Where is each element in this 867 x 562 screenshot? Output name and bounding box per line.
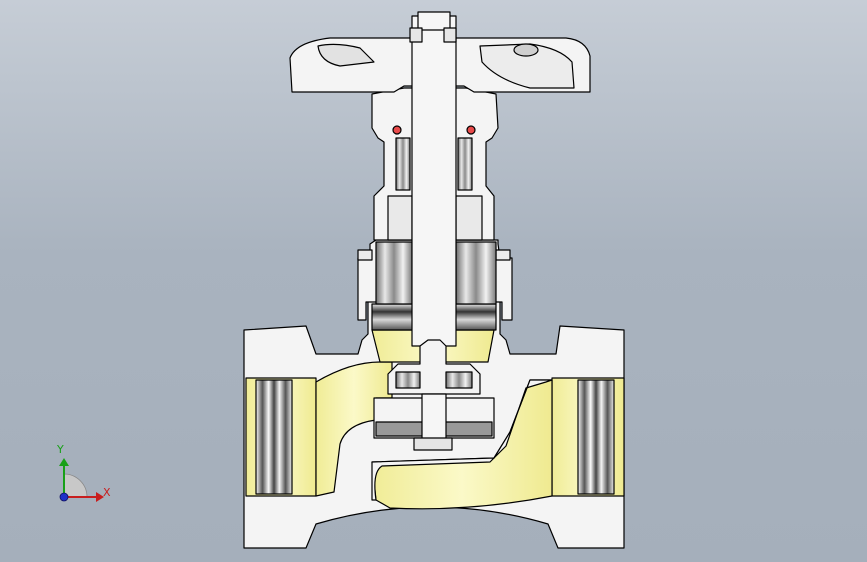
triad-y-label: Y	[57, 443, 64, 456]
stem-nut-right	[443, 27, 457, 43]
bonnet-sleeve-right	[455, 241, 497, 305]
o-ring-left	[392, 125, 402, 135]
stem-top	[417, 11, 451, 31]
bonnet-sleeve-left	[375, 241, 413, 305]
triad-z-axis	[59, 492, 69, 502]
triad-y-arrow	[59, 458, 69, 466]
triad-x-arrow	[96, 492, 104, 502]
triad-x-label: X	[103, 486, 111, 499]
bonnet-nut-left	[357, 249, 373, 261]
handwheel-hole	[513, 43, 539, 57]
valve-stem	[411, 15, 457, 347]
bonnet-nut-right	[495, 249, 511, 261]
stem-nut	[409, 27, 423, 43]
triad-quadrant	[63, 473, 88, 498]
o-ring-right	[466, 125, 476, 135]
gland-neck-right	[455, 195, 483, 241]
gland-bore-right	[457, 137, 473, 191]
gland-bore-left	[395, 137, 411, 191]
disc-cavity	[395, 371, 421, 389]
gland-neck-left	[387, 195, 413, 241]
left-port-thread	[255, 379, 293, 495]
view-triad	[59, 458, 104, 502]
seat-nut	[413, 437, 453, 451]
disc-cavity-right	[445, 371, 473, 389]
handwheel-rim-left	[317, 43, 375, 67]
seat-spindle	[421, 393, 447, 445]
handwheel-rim-right	[479, 43, 575, 89]
inner-dividing-wall	[371, 379, 553, 501]
right-port-thread	[577, 379, 615, 495]
